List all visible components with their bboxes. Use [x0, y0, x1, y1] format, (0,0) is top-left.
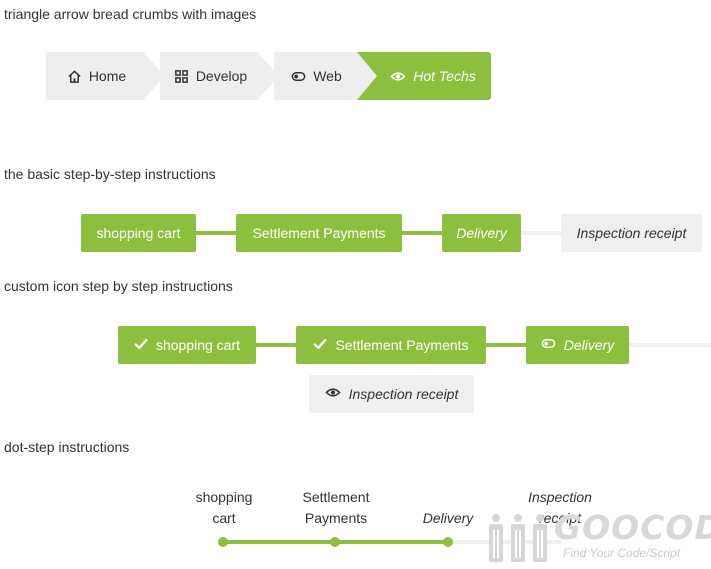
eye-icon: [390, 69, 406, 84]
breadcrumb-item-develop[interactable]: Develop: [160, 52, 261, 100]
check-icon: [134, 337, 148, 354]
breadcrumb-label: Home: [88, 68, 127, 84]
breadcrumb-section-title: triangle arrow bread crumbs with images: [4, 6, 257, 22]
icon-step-shopping-cart[interactable]: shopping cart: [118, 326, 256, 364]
step-connector: [627, 343, 711, 347]
step-label: Delivery: [422, 510, 474, 526]
watermark-brand: GOOCODE: [554, 508, 711, 547]
step-connector: [519, 231, 563, 235]
step-connector: [484, 343, 528, 347]
watermark-logo-icon: [489, 514, 547, 562]
check-icon: [313, 337, 327, 354]
icon-step-delivery[interactable]: Delivery: [526, 326, 629, 364]
grid-icon: [174, 69, 189, 84]
breadcrumb-label: Web: [313, 68, 342, 84]
breadcrumb-item-home[interactable]: Home: [46, 52, 147, 100]
step-label: shopping cart: [155, 337, 241, 353]
step-label: receipt: [538, 510, 582, 526]
basic-step-inspection-receipt[interactable]: Inspection receipt: [561, 214, 702, 252]
toggle-icon: [291, 69, 306, 84]
step-connector: [400, 231, 444, 235]
basic-step-settlement-payments[interactable]: Settlement Payments: [236, 214, 402, 252]
dot-track-remaining: [449, 540, 561, 544]
step-dot: [330, 537, 340, 547]
breadcrumb-label: Hot Techs: [413, 68, 476, 84]
step-label: Inspection: [528, 489, 592, 505]
step-label: Settlement Payments: [335, 337, 469, 353]
dot-step-inspection-receipt[interactable]: Inspection receipt: [510, 487, 610, 529]
watermark-tagline: Find Your Code/Script: [563, 546, 681, 560]
eye-icon: [325, 385, 341, 403]
basic-steps-section-title: the basic step-by-step instructions: [4, 166, 216, 182]
icon-step-settlement-payments[interactable]: Settlement Payments: [296, 326, 486, 364]
step-dot: [218, 537, 228, 547]
breadcrumb-item-web[interactable]: Web: [274, 52, 359, 100]
icon-step-inspection-receipt[interactable]: Inspection receipt: [309, 375, 474, 413]
dot-steps-section-title: dot-step instructions: [4, 439, 130, 455]
icon-steps-section-title: custom icon step by step instructions: [4, 278, 233, 294]
breadcrumb-label: Develop: [195, 68, 248, 84]
step-label: Inspection receipt: [348, 386, 459, 402]
basic-step-delivery[interactable]: Delivery: [442, 214, 521, 252]
step-label: cart: [212, 510, 236, 526]
step-label: Delivery: [456, 225, 507, 241]
step-label: shopping cart: [96, 225, 181, 241]
basic-step-shopping-cart[interactable]: shopping cart: [81, 214, 196, 252]
step-label: shopping: [195, 489, 253, 505]
dot-step-delivery[interactable]: Delivery: [398, 508, 498, 529]
step-label: Settlement: [302, 489, 370, 505]
step-label: Inspection receipt: [576, 225, 687, 241]
step-dot: [443, 537, 453, 547]
home-icon: [67, 69, 82, 84]
breadcrumb-item-hot-techs[interactable]: Hot Techs: [357, 52, 491, 100]
toggle-icon: [541, 336, 556, 354]
dot-step-settlement-payments[interactable]: Settlement Payments: [286, 487, 386, 529]
step-connector: [194, 231, 238, 235]
step-label: Delivery: [563, 337, 615, 353]
step-label: Settlement Payments: [252, 225, 386, 241]
step-label: Payments: [304, 510, 368, 526]
step-connector: [254, 343, 298, 347]
dot-step-shopping-cart[interactable]: shopping cart: [174, 487, 274, 529]
